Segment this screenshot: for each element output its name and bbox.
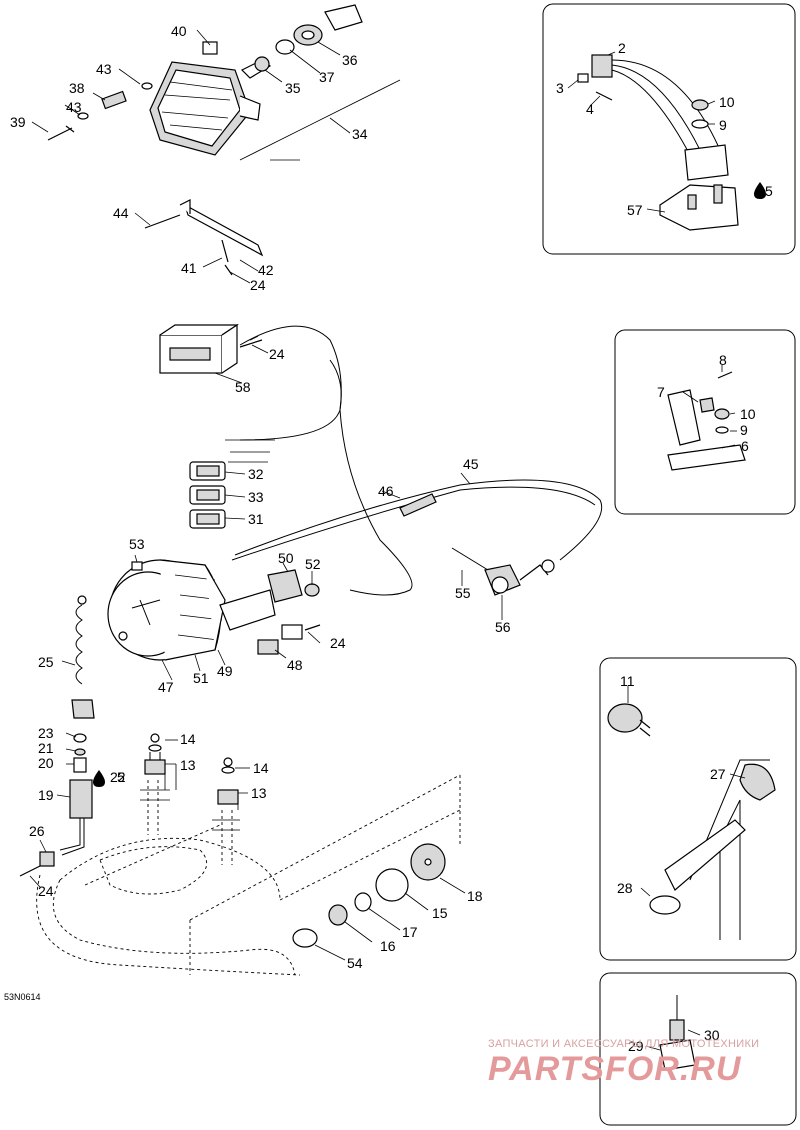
callout: 2 [618, 40, 626, 56]
callout: 15 [432, 905, 448, 921]
callout: 4 [586, 101, 594, 117]
callout: 37 [319, 69, 335, 85]
callout: 40 [171, 23, 187, 39]
callout: 41 [181, 260, 197, 276]
callout: 43 [66, 99, 82, 115]
watermark-brand: PARTSFOR.RU [488, 1050, 742, 1088]
callout: 42 [258, 262, 274, 278]
speed-sensor [451, 547, 555, 596]
callout: 47 [158, 679, 174, 695]
diagram-code: 53N0614 [4, 992, 41, 1002]
callout: 17 [402, 924, 418, 940]
inset-sensor-parts [607, 703, 776, 940]
headlamp-bracket [144, 199, 264, 276]
callout: 20 [38, 755, 54, 771]
callout: 35 [285, 80, 301, 96]
harness-connector-block [159, 323, 263, 374]
fuel-sender [19, 733, 93, 877]
callout: 30 [704, 1027, 720, 1043]
callout: 19 [38, 787, 54, 803]
callout: 24 [250, 277, 266, 293]
callout: 53 [129, 536, 145, 552]
callout: 23 [38, 725, 54, 741]
callout: 24 [330, 635, 346, 651]
callout: 9 [719, 117, 727, 133]
callout: 28 [617, 880, 633, 896]
callout: 22 [110, 769, 126, 785]
console-outline [36, 774, 461, 976]
callout: 27 [710, 766, 726, 782]
callout: 56 [495, 619, 511, 635]
callout: 43 [96, 61, 112, 77]
callout: 33 [248, 489, 264, 505]
inset-frame-sensor [599, 657, 797, 961]
callout: 7 [657, 384, 665, 400]
inset-bracket-parts [667, 371, 746, 471]
callout: 13 [251, 785, 267, 801]
callout: 54 [347, 955, 363, 971]
callout: 24 [269, 346, 285, 362]
gauge-connector [257, 624, 321, 655]
callout: 13 [180, 757, 196, 773]
callout: 49 [217, 663, 233, 679]
callout: 39 [10, 114, 26, 130]
callout: 57 [627, 202, 643, 218]
callout: 10 [719, 94, 735, 110]
speedometer-gauge [107, 559, 226, 661]
callout: 10 [740, 406, 756, 422]
toggle-switch-left [140, 733, 170, 835]
switch-stack [189, 439, 275, 529]
callout: 11 [620, 673, 635, 689]
callout: 3 [556, 80, 564, 96]
inset-frame-valve [599, 972, 797, 1126]
callout: 8 [719, 352, 727, 368]
callout: 38 [69, 80, 85, 96]
callout: 55 [455, 585, 471, 601]
callout: 14 [180, 731, 196, 747]
callout: 26 [29, 823, 45, 839]
coiled-wire [71, 595, 95, 719]
callout: 5 [765, 183, 773, 199]
callout: 5 [117, 769, 125, 785]
inset-valve-parts [659, 995, 696, 1071]
callout: 34 [352, 126, 368, 142]
callout: 52 [305, 556, 321, 572]
callout: 25 [38, 654, 54, 670]
gauge-bulb-socket [219, 569, 320, 631]
callout: 58 [235, 379, 251, 395]
callout: 31 [248, 511, 264, 527]
callout: 16 [380, 938, 396, 954]
toggle-switch-right [212, 757, 240, 865]
cable-spring [399, 493, 437, 517]
callout: 9 [740, 422, 748, 438]
callout: 44 [113, 205, 129, 221]
callout: 48 [287, 657, 303, 673]
callout: 51 [193, 670, 209, 686]
gauge-screw [131, 561, 143, 571]
callout: 18 [467, 888, 483, 904]
callout: 50 [278, 550, 294, 566]
callout: 46 [378, 483, 394, 499]
callout: 14 [253, 760, 269, 776]
watermark-caption: ЗАПЧАСТИ И АКСЕССУАРЫ ДЛЯ МОТОТЕХНИКИ [488, 1038, 759, 1050]
callout: 36 [342, 52, 358, 68]
callout-labels: 2 3 4 5 6 7 8 9 10 11 13 14 15 16 17 18 … [10, 23, 773, 1054]
callout: 24 [38, 883, 54, 899]
drop-icon [93, 182, 766, 787]
leader-lines [29, 29, 746, 1051]
callout: 29 [628, 1038, 644, 1054]
wiring-harness [231, 325, 603, 596]
ignition-switch-parts [292, 843, 446, 948]
callout: 21 [38, 740, 54, 756]
inset-frame-bracket [614, 329, 796, 515]
callout: 32 [248, 466, 264, 482]
inset-harness-parts [577, 54, 739, 231]
headlamp-assembly [47, 4, 401, 161]
callout: 6 [741, 438, 749, 454]
callout: 45 [463, 456, 479, 472]
